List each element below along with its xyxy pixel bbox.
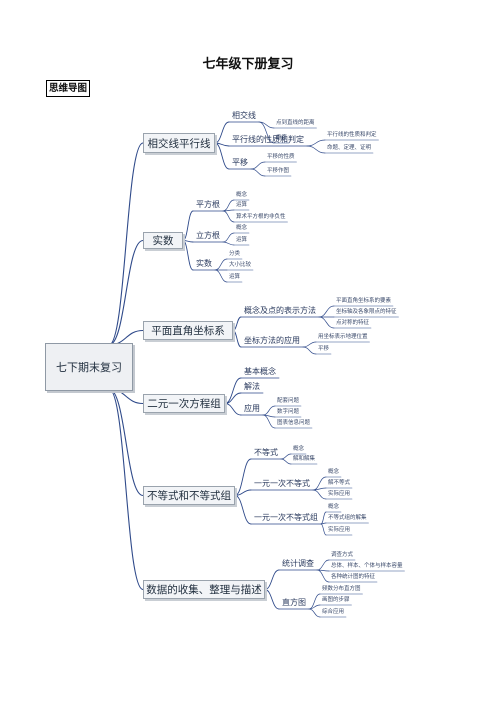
branch-box: 二元一次方程组 [143,394,225,413]
detail-label: 数字问题 [277,409,300,415]
detail-label: 垂直 [276,135,288,141]
subtopic-label: 一元一次不等式 [254,479,310,488]
detail-label: 概念 [236,225,248,231]
detail-label: 坐标轴及各象限点的特征 [336,309,397,315]
detail-label: 分类 [229,251,241,257]
detail-label: 画图的步骤 [322,597,350,603]
detail-label: 概念 [328,469,340,475]
detail-label: 点到直线的距离 [276,120,315,126]
detail-label: 概念 [293,446,305,452]
detail-label: 平移作图 [267,168,290,174]
root-node: 七下期末复习 [45,343,133,391]
detail-label: 配套问题 [277,398,300,404]
branch-box: 不等式和不等式组 [143,486,235,505]
detail-label: 概念 [328,504,340,510]
detail-label: 各种统计图的特征 [331,574,376,580]
subtopic-label: 立方根 [196,231,220,240]
detail-label: 点对称的特征 [336,320,370,326]
detail-label: 图表信息问题 [277,420,311,426]
detail-label: 平面直角坐标系的要素 [336,298,392,304]
subtopic-label: 一元一次不等式组 [254,513,318,522]
detail-label: 平移 [318,346,330,352]
subtopic-label: 解法 [244,382,260,391]
subtopic-label: 不等式 [254,448,278,457]
detail-label: 调查方式 [331,552,354,558]
subtopic-label: 直方图 [282,598,306,607]
detail-label: 平行线的性质和判定 [327,132,377,138]
branch-box: 相交线平行线 [143,133,215,153]
detail-label: 实际应用 [328,491,351,497]
detail-label: 算术平方根的非负性 [236,214,286,220]
subtopic-label: 相交线 [232,111,256,120]
detail-label: 平移的性质 [267,154,295,160]
detail-label: 解和解集 [293,456,316,462]
detail-label: 概念 [236,192,248,198]
section-label: 思维导图 [46,80,91,97]
subtopic-label: 概念及点的表示方法 [244,306,316,315]
detail-label: 不等式组的解集 [328,515,367,521]
branch-box: 实数 [143,232,183,249]
subtopic-label: 平移 [232,158,248,167]
detail-label: 运算 [229,274,241,280]
detail-label: 频数分布直方图 [322,586,361,592]
detail-label: 实际应用 [328,527,351,533]
page-title: 七年级下册复习 [202,57,294,72]
detail-label: 综合应用 [322,609,345,615]
subtopic-label: 平行线的性质和判定 [232,135,304,144]
subtopic-label: 统计调查 [282,559,314,568]
subtopic-label: 基本概念 [244,367,276,376]
branch-box: 数据的收集、整理与描述 [143,580,265,599]
branch-box: 平面直角坐标系 [143,321,233,340]
subtopic-label: 坐标方法的应用 [244,336,300,345]
detail-label: 总体、样本、个体与样本容量 [331,563,403,569]
detail-label: 解不等式 [328,480,351,486]
subtopic-label: 平方根 [196,200,220,209]
subtopic-label: 实数 [196,259,212,268]
detail-label: 运算 [236,202,248,208]
detail-label: 大小比较 [229,262,252,268]
detail-label: 用坐标表示地理位置 [318,334,368,340]
detail-label: 命题、定理、证明 [327,145,372,151]
detail-label: 运算 [236,237,248,243]
subtopic-label: 应用 [244,404,260,413]
